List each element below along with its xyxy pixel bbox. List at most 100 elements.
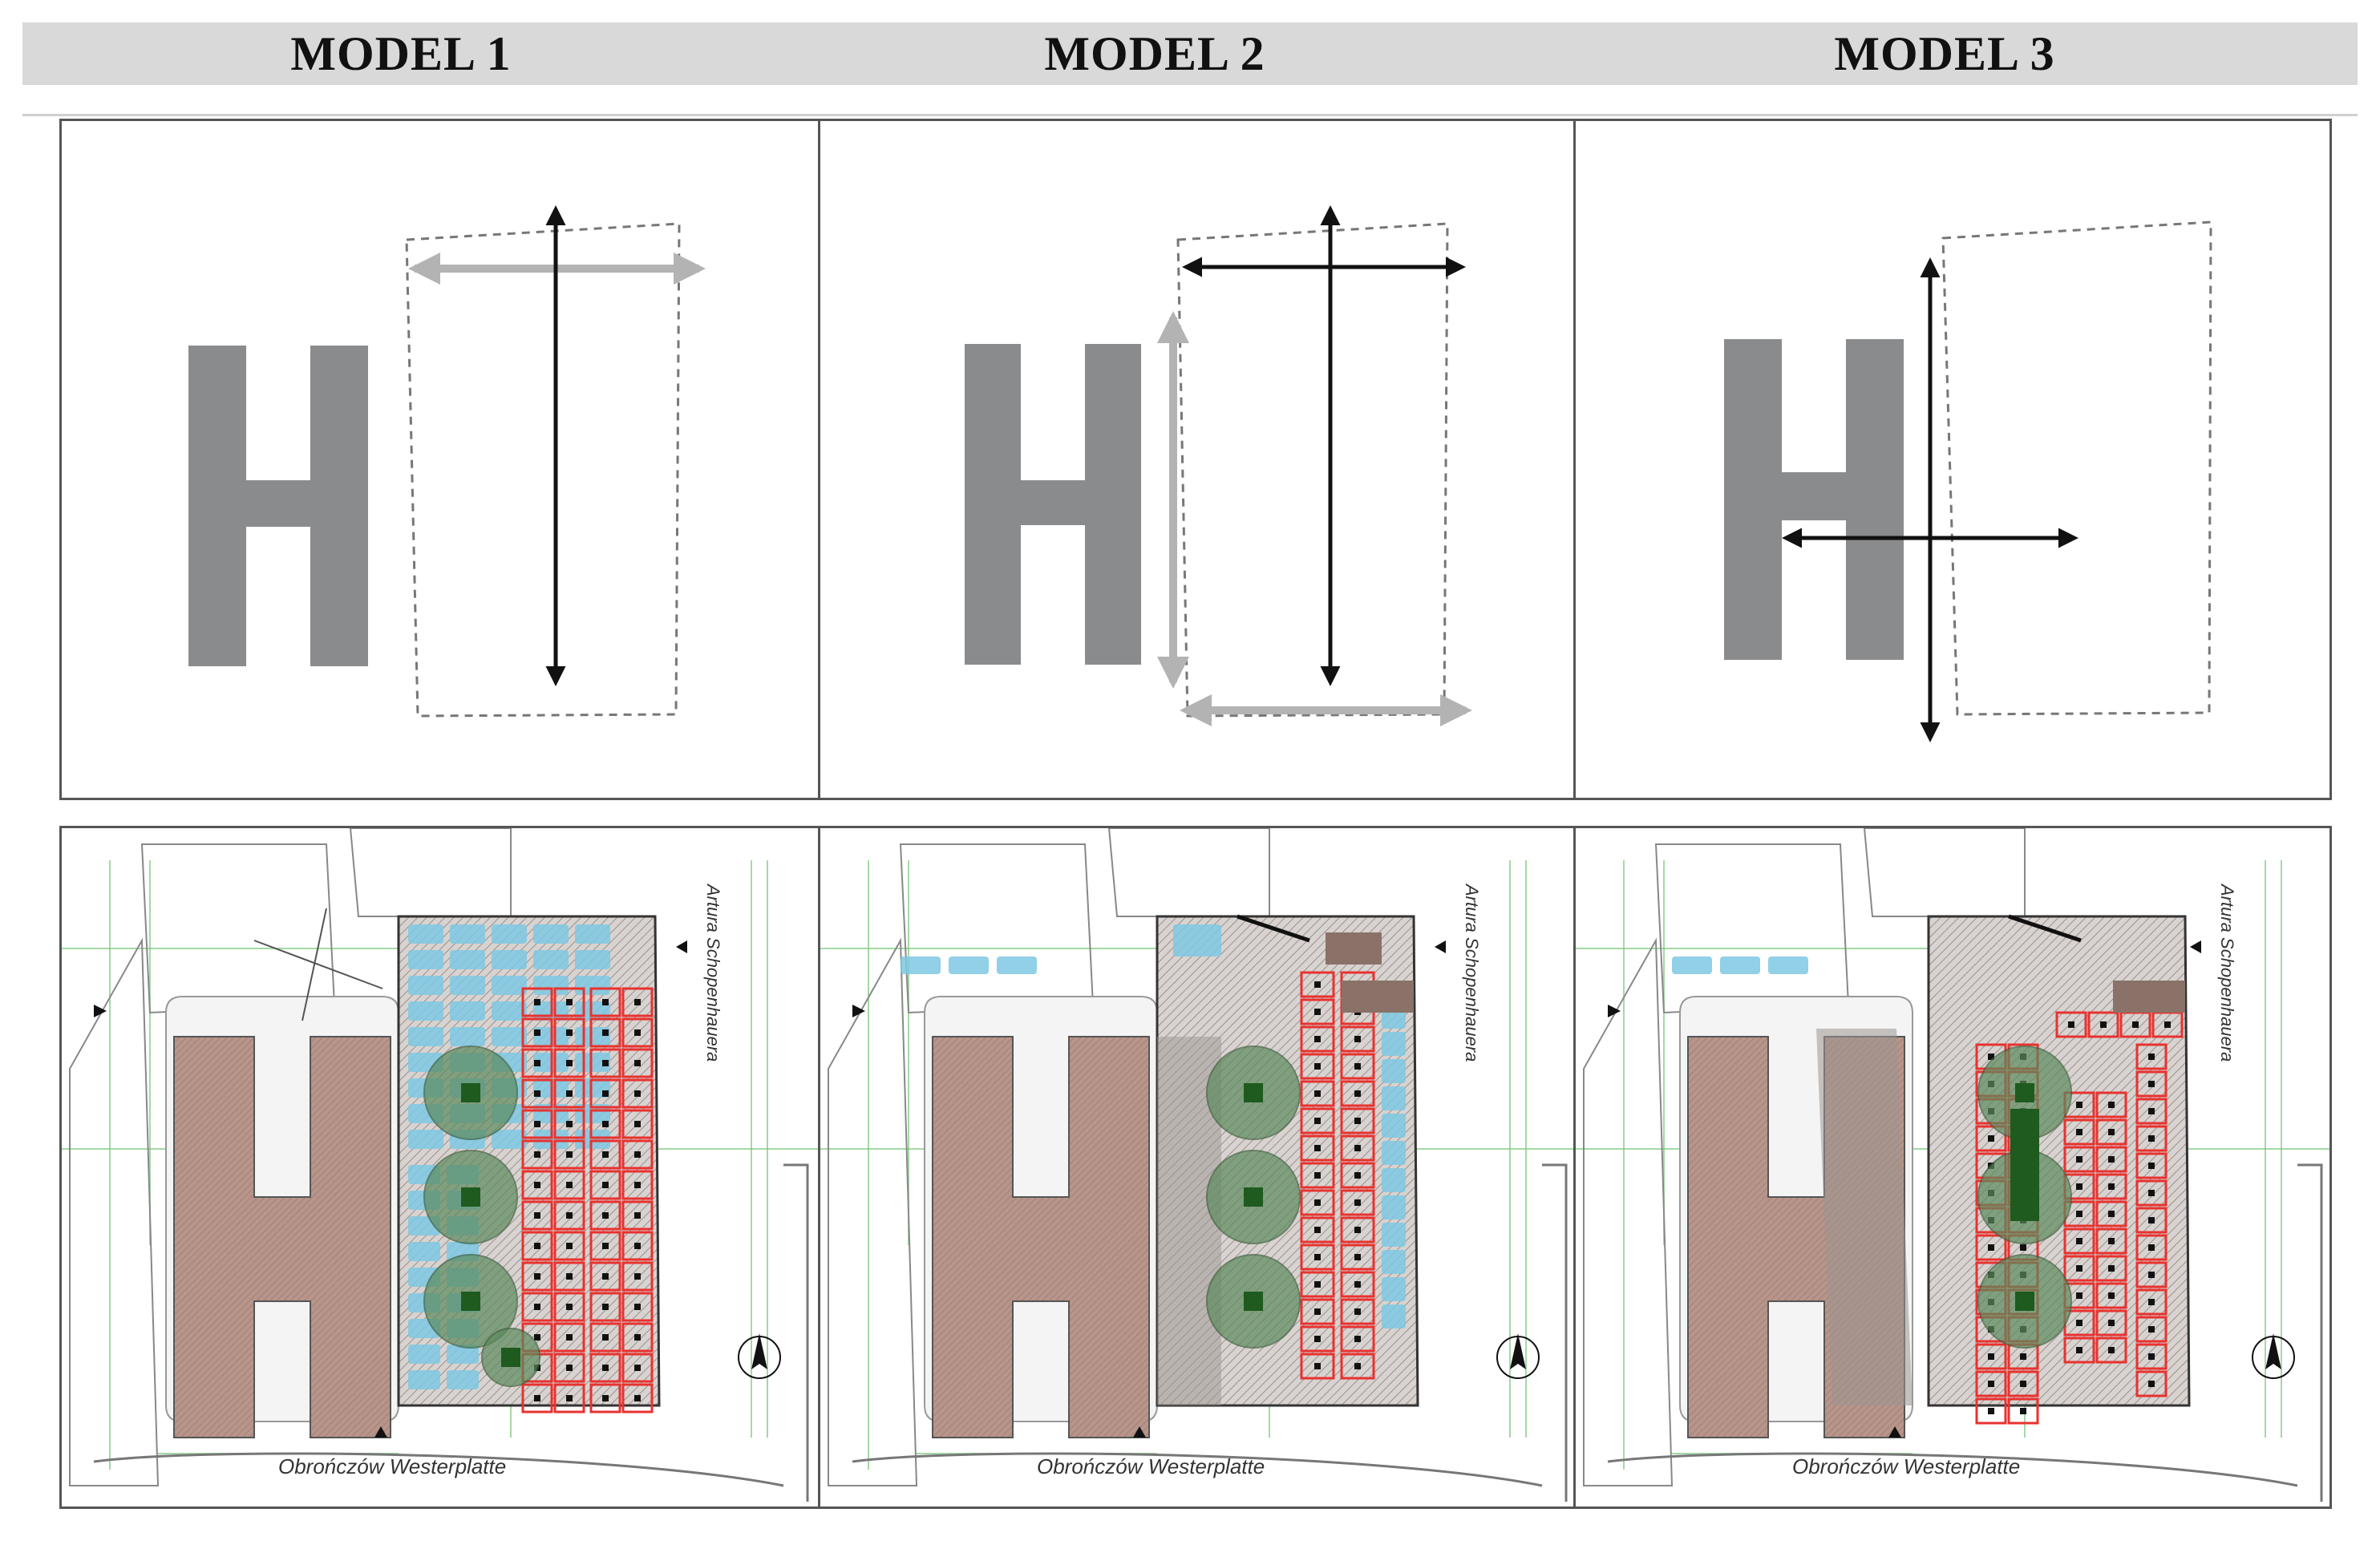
parking-space-blue: [997, 956, 1037, 974]
parking-space-blue: [492, 1130, 527, 1149]
parking-dot: [2020, 1353, 2026, 1360]
neighbour-plot: [899, 843, 1095, 1014]
parking-dot: [634, 1334, 641, 1341]
parking-dot: [2108, 1265, 2115, 1272]
parking-dot: [534, 1060, 540, 1066]
parking-space-red: [1300, 1244, 1335, 1271]
service-building: [1342, 981, 1414, 1013]
parking-dot: [566, 1395, 573, 1401]
parking-space-blue: [1672, 956, 1712, 974]
parking-dot: [1354, 1145, 1361, 1151]
parking-space-blue: [408, 1345, 440, 1364]
parking-space-red: [2063, 1146, 2095, 1173]
parking-dot: [1314, 1199, 1321, 1206]
parking-space-red: [521, 987, 553, 1017]
parking-space-red: [2055, 1011, 2087, 1038]
wind-rose: [302, 908, 327, 1021]
parking-space-red: [1340, 1216, 1375, 1244]
parking-space-blue: [1382, 1277, 1406, 1301]
parking-space-blue: [1382, 1304, 1406, 1329]
street-label-right: Artura Schopenhauera: [2217, 883, 2237, 1062]
parking-space-blue: [949, 956, 989, 974]
parking-dot: [534, 1121, 540, 1127]
parking-space-red: [1300, 1216, 1335, 1244]
parking-space-red: [1340, 1244, 1375, 1271]
parking-space-red: [589, 1231, 621, 1261]
road-curve: [1607, 1452, 2298, 1487]
parking-space-red: [2135, 1343, 2168, 1370]
parking-space-red: [589, 1322, 621, 1353]
parking-space-red: [2135, 1288, 2168, 1316]
parking-dot: [1354, 1172, 1361, 1179]
tree-core: [501, 1348, 520, 1367]
parking-space-blue: [408, 1027, 443, 1046]
parking-dot: [2148, 1272, 2155, 1278]
parking-dot: [634, 1029, 641, 1036]
parking-dot: [634, 999, 641, 1005]
parking-space-red: [589, 1139, 621, 1170]
parking-space-red: [589, 1200, 621, 1231]
parking-dot: [1988, 1244, 1994, 1251]
parking-dot: [1988, 1408, 1994, 1414]
parking-space-red: [2007, 1397, 2039, 1425]
site-outline: [405, 222, 681, 718]
parking-space-red: [1300, 1325, 1335, 1353]
driveway: [1816, 1029, 1912, 1405]
h-building-plan: [173, 1036, 391, 1438]
parking-space-red: [553, 1261, 585, 1292]
tree-core: [461, 1292, 480, 1311]
neighbour-plot: [1654, 843, 1850, 1014]
parking-space-blue: [575, 924, 610, 944]
parking-space-blue: [575, 950, 610, 969]
parking-dot: [2148, 1326, 2155, 1333]
parking-space-blue: [492, 976, 527, 995]
parking-space-red: [621, 1383, 654, 1413]
parking-dot: [1314, 1009, 1321, 1015]
gate: [2008, 914, 2082, 943]
parking-dot: [534, 1029, 540, 1036]
parking-space-blue: [408, 950, 443, 969]
parking-dot: [2020, 1408, 2026, 1414]
parking-space-red: [553, 1383, 585, 1413]
parking-space-red: [1300, 998, 1335, 1025]
parking-space-red: [2095, 1255, 2127, 1282]
tree-core: [2015, 1292, 2034, 1311]
tree-core: [461, 1187, 480, 1207]
parking-space-blue: [1382, 1195, 1406, 1219]
parking-space-red: [2135, 1070, 2168, 1098]
model-1-concept-panel: [59, 119, 821, 800]
parking-dot: [634, 1273, 641, 1280]
parking-space-red: [2095, 1200, 2127, 1227]
parking-space-blue: [1382, 1141, 1406, 1165]
parking-dot: [2148, 1108, 2155, 1114]
parking-dot: [1314, 1036, 1321, 1042]
parking-dot: [2076, 1211, 2082, 1217]
parking-dot: [1354, 1227, 1361, 1233]
parking-space-red: [1340, 1353, 1375, 1380]
model-1-title: MODEL 1: [290, 27, 512, 80]
parking-space-red: [2135, 1152, 2168, 1179]
parking-dot: [1314, 1281, 1321, 1288]
parking-dot: [2076, 1238, 2082, 1244]
parking-space-red: [521, 1078, 553, 1109]
parking-space-red: [2095, 1173, 2127, 1200]
parking-dot: [1314, 981, 1321, 988]
parking-space-blue: [408, 1370, 440, 1389]
parking-dot: [2148, 1244, 2155, 1251]
parking-space-blue: [1768, 956, 1808, 974]
parking-space-blue: [492, 950, 527, 969]
parking-space-red: [1340, 1134, 1375, 1162]
parking-dot: [634, 1212, 641, 1219]
parking-dot: [602, 1151, 609, 1158]
parking-dot: [1354, 1036, 1361, 1042]
parking-space-red: [2135, 1316, 2168, 1343]
parking-space-blue: [447, 1345, 479, 1364]
neighbour-plot: [1107, 828, 1270, 917]
parking-dot: [2108, 1156, 2115, 1163]
parking-space-red: [521, 1292, 553, 1322]
parking-space-red: [2135, 1179, 2168, 1207]
parking-space-blue: [1720, 956, 1760, 974]
header-bar: [22, 22, 2358, 85]
